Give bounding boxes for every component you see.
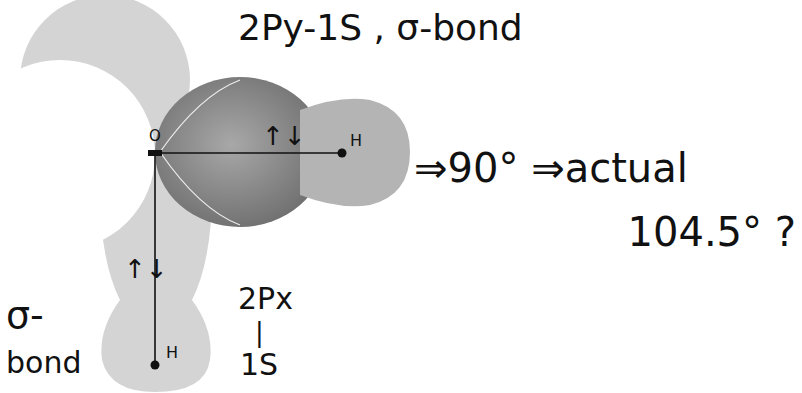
handwritten-note: σ- (6, 295, 44, 337)
white-cutout (0, 60, 155, 250)
handwritten-note: 2Py-1S , σ-bond (238, 8, 523, 48)
atom-label: O (149, 128, 161, 145)
electron-pair: ↑↓ (124, 255, 168, 284)
hydrogen-nucleus (151, 361, 160, 370)
handwritten-note: | (255, 318, 264, 347)
handwritten-note: 104.5° ? (628, 210, 796, 254)
handwritten-note: bond (6, 346, 81, 379)
electron-pair: ↑↓ (262, 122, 306, 151)
handwritten-note: ⇒90° ⇒actual (414, 146, 688, 190)
atom-label: H (166, 344, 178, 362)
oxygen-nucleus (148, 150, 162, 156)
hydrogen-nucleus (338, 149, 347, 158)
handwritten-note: 1S (240, 348, 278, 381)
bond-lines (155, 153, 342, 365)
handwritten-note: 2Px (238, 282, 293, 315)
atom-label: H (350, 132, 362, 150)
dark-lobe (155, 77, 410, 227)
